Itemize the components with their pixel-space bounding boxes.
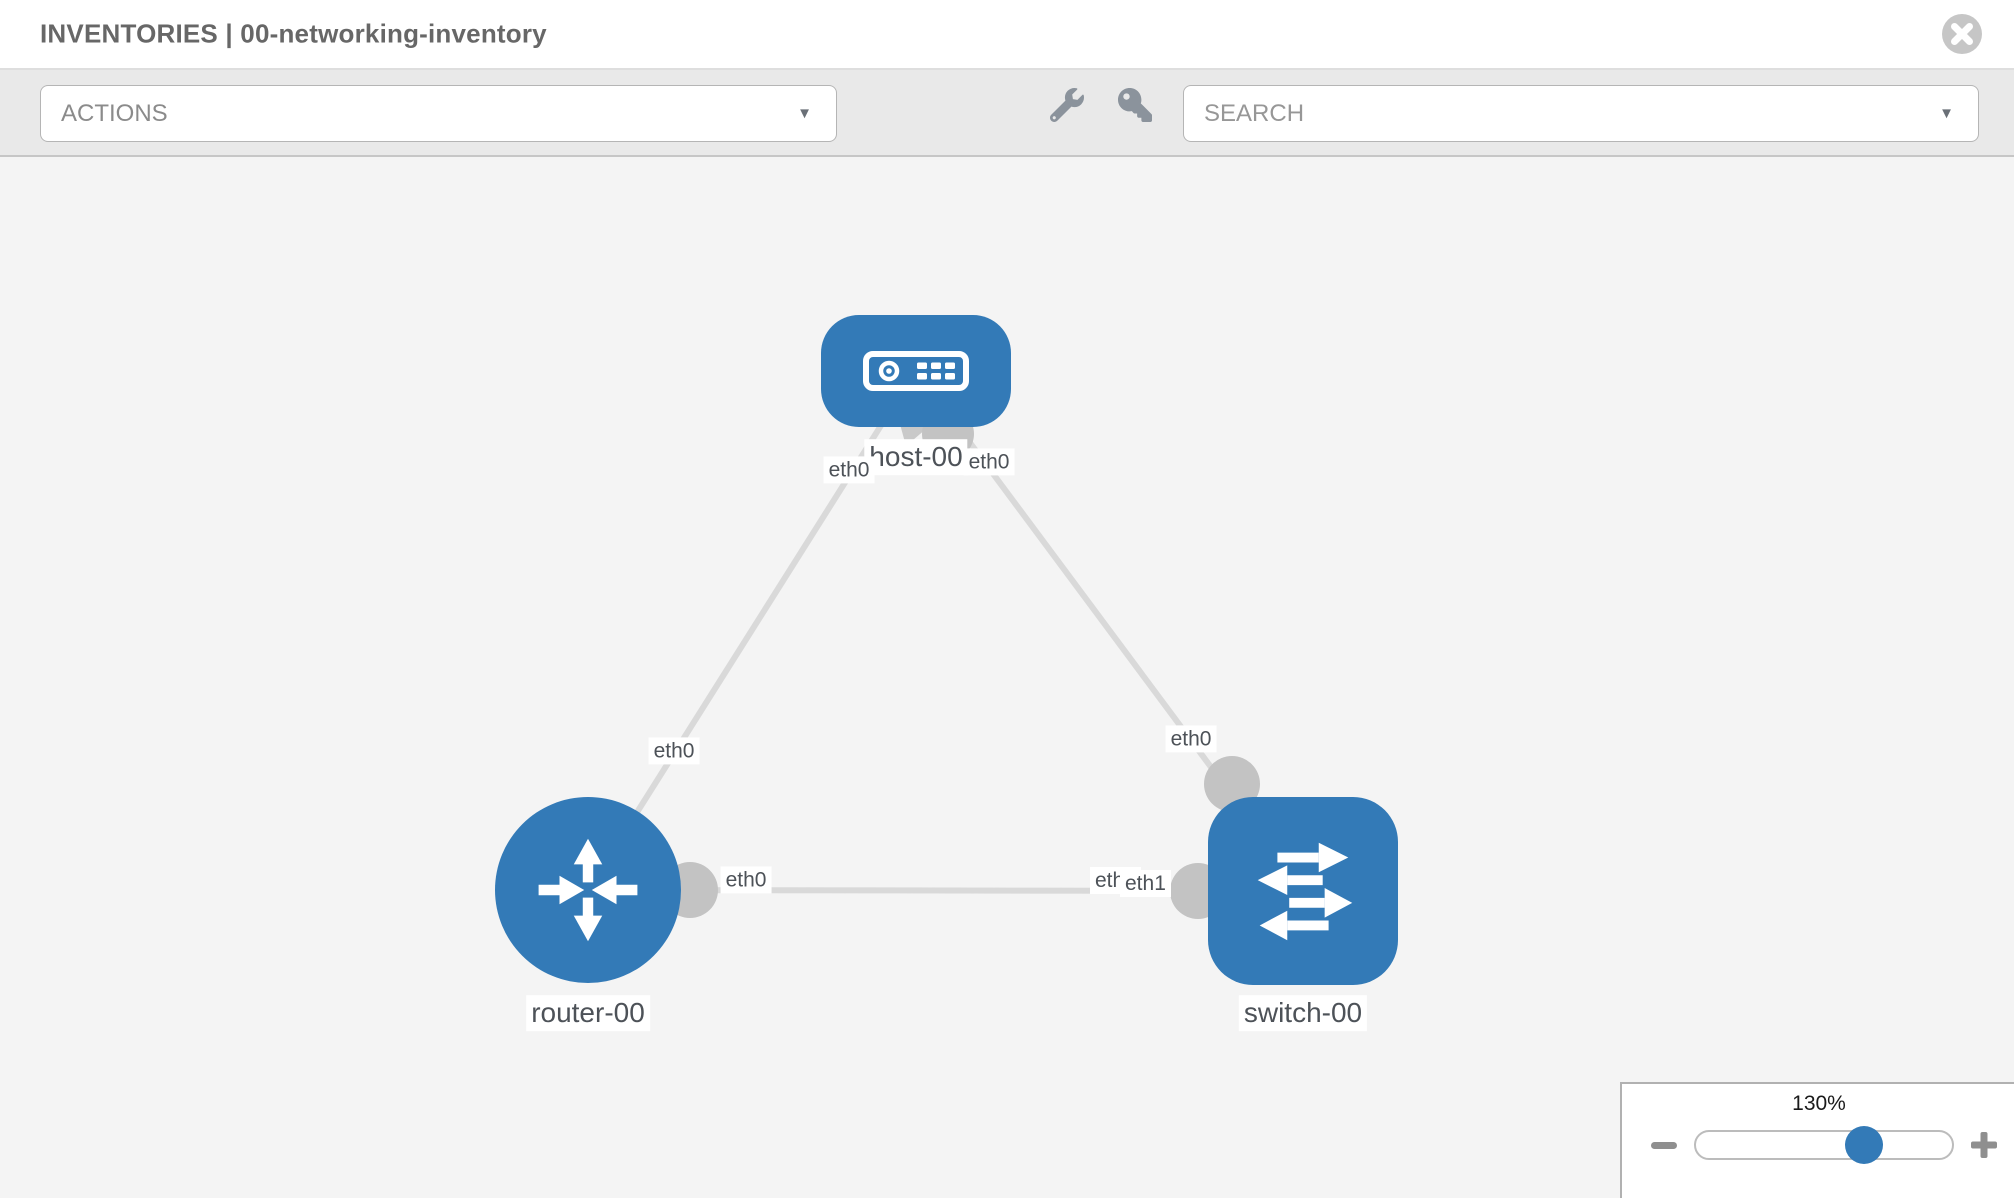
- minus-icon: [1651, 1141, 1677, 1149]
- node-label-host-00: host-00: [864, 439, 968, 475]
- node-label-router-00: router-00: [526, 995, 650, 1031]
- configure-button[interactable]: [1047, 86, 1087, 126]
- node-host-00[interactable]: [821, 315, 1011, 427]
- zoom-in-button[interactable]: [1964, 1131, 2004, 1159]
- page-title: INVENTORIES | 00-networking-inventory: [40, 18, 547, 49]
- links-layer: [585, 368, 1306, 919]
- node-router-00[interactable]: [495, 797, 681, 983]
- zoom-out-button[interactable]: [1644, 1131, 1684, 1159]
- search-dropdown-label: SEARCH: [1204, 99, 1305, 127]
- wrench-icon: [1049, 87, 1084, 122]
- zoom-slider-track[interactable]: [1694, 1130, 1954, 1160]
- key-icon: [1118, 87, 1152, 122]
- close-icon: [1942, 14, 1982, 54]
- toolbar: ACTIONS ▼ SEARCH ▼: [0, 70, 2014, 157]
- search-dropdown[interactable]: SEARCH ▼: [1183, 85, 1979, 142]
- iface-label-host-eth0-right: eth0: [963, 448, 1015, 476]
- switch-icon: [1257, 842, 1353, 941]
- iface-label-switch-eth0-diag: eth0: [1165, 725, 1217, 753]
- zoom-panel: 130%: [1620, 1082, 2014, 1198]
- chevron-down-icon: ▼: [1939, 105, 1954, 122]
- iface-label-host-eth0-left: eth0: [823, 456, 875, 484]
- router-icon: [538, 838, 638, 942]
- node-label-switch-00: switch-00: [1238, 995, 1368, 1031]
- host-icon: [863, 351, 969, 391]
- iface-label-router-eth0-right: eth0: [720, 866, 772, 894]
- actions-dropdown[interactable]: ACTIONS ▼: [40, 85, 837, 142]
- node-switch-00[interactable]: [1208, 797, 1398, 985]
- close-button[interactable]: [1941, 13, 1983, 55]
- credentials-button[interactable]: [1115, 86, 1155, 126]
- chevron-down-icon: ▼: [797, 105, 812, 122]
- topology-canvas[interactable]: host-00 router-00 switch-00 eth0 eth0 et…: [0, 157, 2014, 1198]
- iface-label-switch-eth1: eth1: [1120, 870, 1171, 898]
- header: INVENTORIES | 00-networking-inventory: [0, 0, 2014, 70]
- zoom-level: 130%: [1792, 1092, 1846, 1115]
- plus-icon: [1971, 1132, 1997, 1158]
- actions-dropdown-label: ACTIONS: [61, 99, 168, 127]
- iface-label-router-eth0-diag: eth0: [648, 737, 700, 765]
- zoom-slider-thumb[interactable]: [1845, 1126, 1883, 1164]
